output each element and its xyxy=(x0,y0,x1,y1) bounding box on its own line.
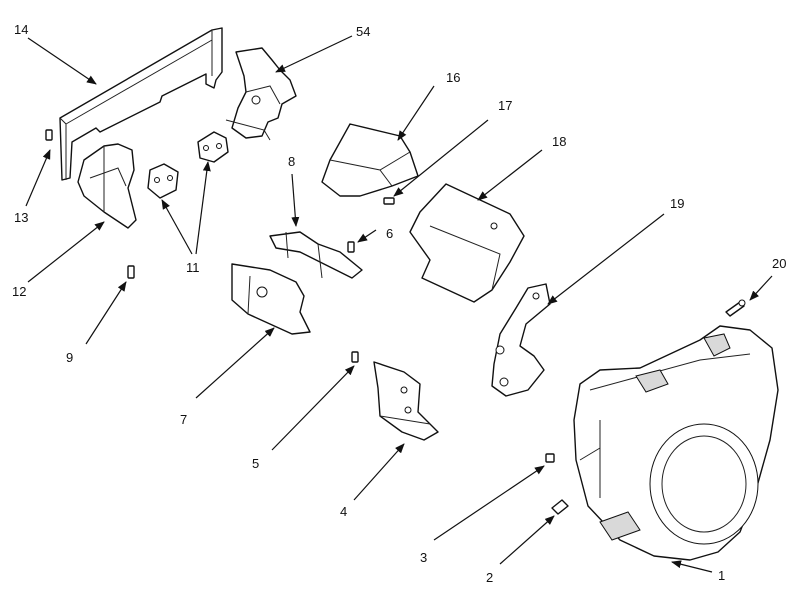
leader-6 xyxy=(357,229,377,243)
leader-16 xyxy=(397,85,435,141)
part-1-blower-housing xyxy=(573,325,779,561)
callout-3: 3 xyxy=(420,550,427,565)
leader-4 xyxy=(353,443,405,501)
leader-12 xyxy=(27,221,105,283)
callout-4: 4 xyxy=(340,504,347,519)
leader-lines xyxy=(25,35,773,573)
callout-12: 12 xyxy=(12,284,26,299)
leader-14 xyxy=(27,37,97,85)
callout-14: 14 xyxy=(14,22,28,37)
leader-19 xyxy=(547,213,665,305)
callout-7: 7 xyxy=(180,412,187,427)
callout-13: 13 xyxy=(14,210,28,225)
part-18-shroud xyxy=(409,183,525,303)
callout-11: 11 xyxy=(186,260,200,275)
part-4-bracket xyxy=(373,361,439,441)
leader-3 xyxy=(433,465,545,541)
leader-20 xyxy=(749,275,773,301)
part-2-screw xyxy=(551,499,569,515)
leader-17 xyxy=(393,119,489,197)
callout-20: 20 xyxy=(772,256,786,271)
callout-16: 16 xyxy=(446,70,460,85)
callout-8: 8 xyxy=(288,154,295,169)
part-13-screw xyxy=(45,129,53,141)
callout-5: 5 xyxy=(252,456,259,471)
callout-18: 18 xyxy=(552,134,566,149)
part-20-screw xyxy=(725,299,746,317)
part-5-screw xyxy=(351,351,359,363)
callout-19: 19 xyxy=(670,196,684,211)
leader-18 xyxy=(477,149,543,201)
callout-17: 17 xyxy=(498,98,512,113)
part-9-screw xyxy=(127,265,135,279)
callout-6: 6 xyxy=(386,226,393,241)
leader-5 xyxy=(271,365,355,451)
callout-labels: 14 54 13 12 11 9 8 7 16 17 6 18 19 20 5 … xyxy=(12,22,786,585)
part-3-screw xyxy=(545,453,555,463)
leader-54 xyxy=(275,35,353,73)
leader-8 xyxy=(291,173,300,227)
leader-2 xyxy=(499,515,555,565)
part-7-shroud xyxy=(231,263,311,335)
callout-1: 1 xyxy=(718,568,725,583)
leader-11a xyxy=(161,199,193,255)
callout-54: 54 xyxy=(356,24,370,39)
part-12-bracket xyxy=(77,143,137,229)
part-6-screw xyxy=(347,241,355,253)
part-16-shroud xyxy=(321,123,419,197)
leader-13 xyxy=(25,149,51,207)
part-54-bracket xyxy=(225,47,297,141)
part-14-bracket xyxy=(59,27,223,181)
part-17-screw xyxy=(383,197,395,205)
callout-9: 9 xyxy=(66,350,73,365)
leader-9 xyxy=(85,281,127,345)
part-11-plates xyxy=(147,131,229,199)
callout-2: 2 xyxy=(486,570,493,585)
leader-1 xyxy=(671,560,713,573)
part-8-bracket xyxy=(269,231,363,279)
leader-11b xyxy=(195,161,211,255)
leader-7 xyxy=(195,327,275,399)
part-19-bracket xyxy=(491,283,551,397)
